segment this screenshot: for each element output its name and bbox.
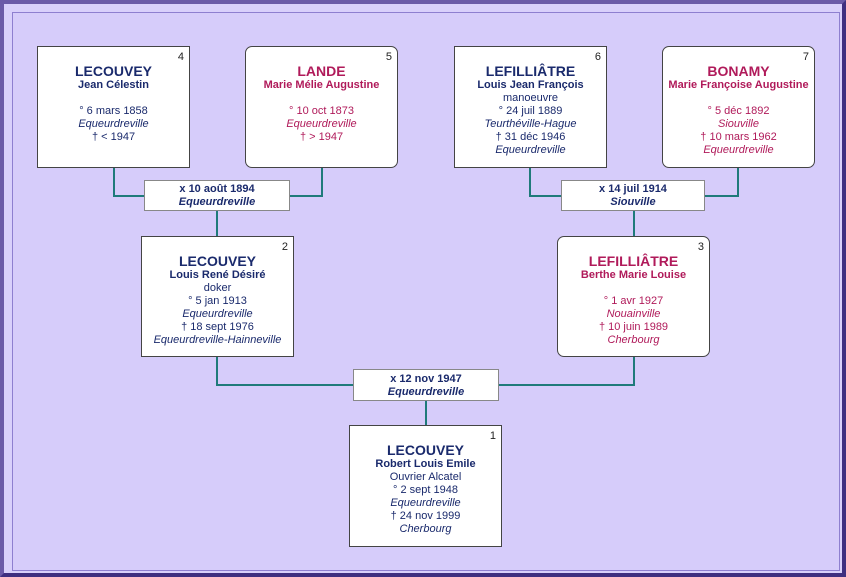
surname: LANDE [297, 63, 346, 79]
death-date: † < 1947 [91, 131, 136, 143]
marriage-box[interactable]: x 14 juil 1914 Siouville [561, 180, 705, 211]
connector-line [216, 384, 354, 386]
person-number: 6 [594, 51, 601, 63]
marriage-place: Equeurdreville [178, 196, 256, 208]
marriage-place: Equeurdreville [387, 386, 465, 398]
death-date: † 10 juin 1989 [598, 321, 669, 333]
birth-place: Teurthéville-Hague [484, 118, 577, 130]
death-date: † > 1947 [299, 131, 344, 143]
given-names: Louis René Désiré [169, 269, 266, 281]
connector-line [425, 400, 427, 426]
given-names: Louis Jean François [477, 79, 584, 91]
marriage-date: x 12 nov 1947 [390, 373, 462, 385]
connector-line [289, 195, 323, 197]
marriage-box[interactable]: x 12 nov 1947 Equeurdreville [353, 369, 499, 401]
person-number: 4 [177, 51, 184, 63]
surname: LECOUVEY [386, 442, 464, 458]
marriage-date: x 10 août 1894 [179, 183, 255, 195]
death-place: Equeurdreville-Hainneville [153, 334, 282, 346]
birth-date: ° 1 avr 1927 [603, 295, 664, 307]
person-box-3[interactable]: 3 LEFILLIÂTRE Berthe Marie Louise ° 1 av… [557, 236, 710, 357]
surname: LECOUVEY [178, 253, 256, 269]
birth-date: ° 5 déc 1892 [707, 105, 770, 117]
death-date: † 10 mars 1962 [700, 131, 777, 143]
birth-date: ° 5 jan 1913 [188, 295, 247, 307]
occupation: Ouvrier Alcatel [389, 471, 462, 483]
given-names: Berthe Marie Louise [580, 269, 687, 281]
person-box-6[interactable]: 6 LEFILLIÂTRE Louis Jean François manoeu… [454, 46, 607, 168]
person-number: 5 [385, 51, 392, 63]
given-names: Robert Louis Emile [375, 458, 476, 470]
connector-line [216, 210, 218, 236]
connector-line [737, 167, 739, 197]
person-number: 3 [697, 241, 704, 253]
death-date: † 18 sept 1976 [181, 321, 254, 333]
birth-place: Equeurdreville [286, 118, 357, 130]
occupation: doker [203, 282, 232, 294]
person-box-2[interactable]: 2 LECOUVEY Louis René Désiré doker ° 5 j… [141, 236, 294, 357]
given-names: Marie Françoise Augustine [668, 79, 809, 91]
birth-date: ° 24 juil 1889 [498, 105, 563, 117]
birth-place: Equeurdreville [78, 118, 149, 130]
person-box-4[interactable]: 4 LECOUVEY Jean Célestin ° 6 mars 1858 E… [37, 46, 190, 168]
connector-line [704, 195, 739, 197]
birth-place: Nouainville [606, 308, 661, 320]
death-place: Equeurdreville [495, 144, 566, 156]
death-place: Cherbourg [607, 334, 660, 346]
person-box-7[interactable]: 7 BONAMY Marie Françoise Augustine ° 5 d… [662, 46, 815, 168]
marriage-place: Siouville [610, 196, 656, 208]
connector-line [216, 356, 218, 386]
death-place: Cherbourg [399, 523, 452, 535]
surname: BONAMY [707, 63, 770, 79]
birth-place: Equeurdreville [182, 308, 253, 320]
surname: LECOUVEY [74, 63, 152, 79]
connector-line [633, 210, 635, 236]
person-box-5[interactable]: 5 LANDE Marie Mélie Augustine ° 10 oct 1… [245, 46, 398, 168]
person-box-1[interactable]: 1 LECOUVEY Robert Louis Emile Ouvrier Al… [349, 425, 502, 547]
person-number: 2 [281, 241, 288, 253]
given-names: Jean Célestin [78, 79, 149, 91]
connector-line [498, 384, 635, 386]
occupation: manoeuvre [502, 92, 559, 104]
death-date: † 24 nov 1999 [390, 510, 461, 522]
birth-place: Equeurdreville [390, 497, 461, 509]
birth-date: ° 6 mars 1858 [79, 105, 148, 117]
connector-line [529, 167, 531, 197]
person-number: 1 [489, 430, 496, 442]
connector-line [633, 356, 635, 386]
pedigree-chart: 4 LECOUVEY Jean Célestin ° 6 mars 1858 E… [12, 12, 840, 571]
connector-line [113, 195, 145, 197]
connector-line [529, 195, 562, 197]
birth-place: Siouville [718, 118, 759, 130]
marriage-box[interactable]: x 10 août 1894 Equeurdreville [144, 180, 290, 211]
person-number: 7 [802, 51, 809, 63]
surname: LEFILLIÂTRE [588, 253, 679, 269]
birth-date: ° 2 sept 1948 [393, 484, 458, 496]
surname: LEFILLIÂTRE [485, 63, 576, 79]
marriage-date: x 14 juil 1914 [599, 183, 667, 195]
death-place: Equeurdreville [703, 144, 774, 156]
connector-line [321, 167, 323, 197]
death-date: † 31 déc 1946 [495, 131, 566, 143]
given-names: Marie Mélie Augustine [263, 79, 380, 91]
birth-date: ° 10 oct 1873 [289, 105, 354, 117]
connector-line [113, 167, 115, 197]
